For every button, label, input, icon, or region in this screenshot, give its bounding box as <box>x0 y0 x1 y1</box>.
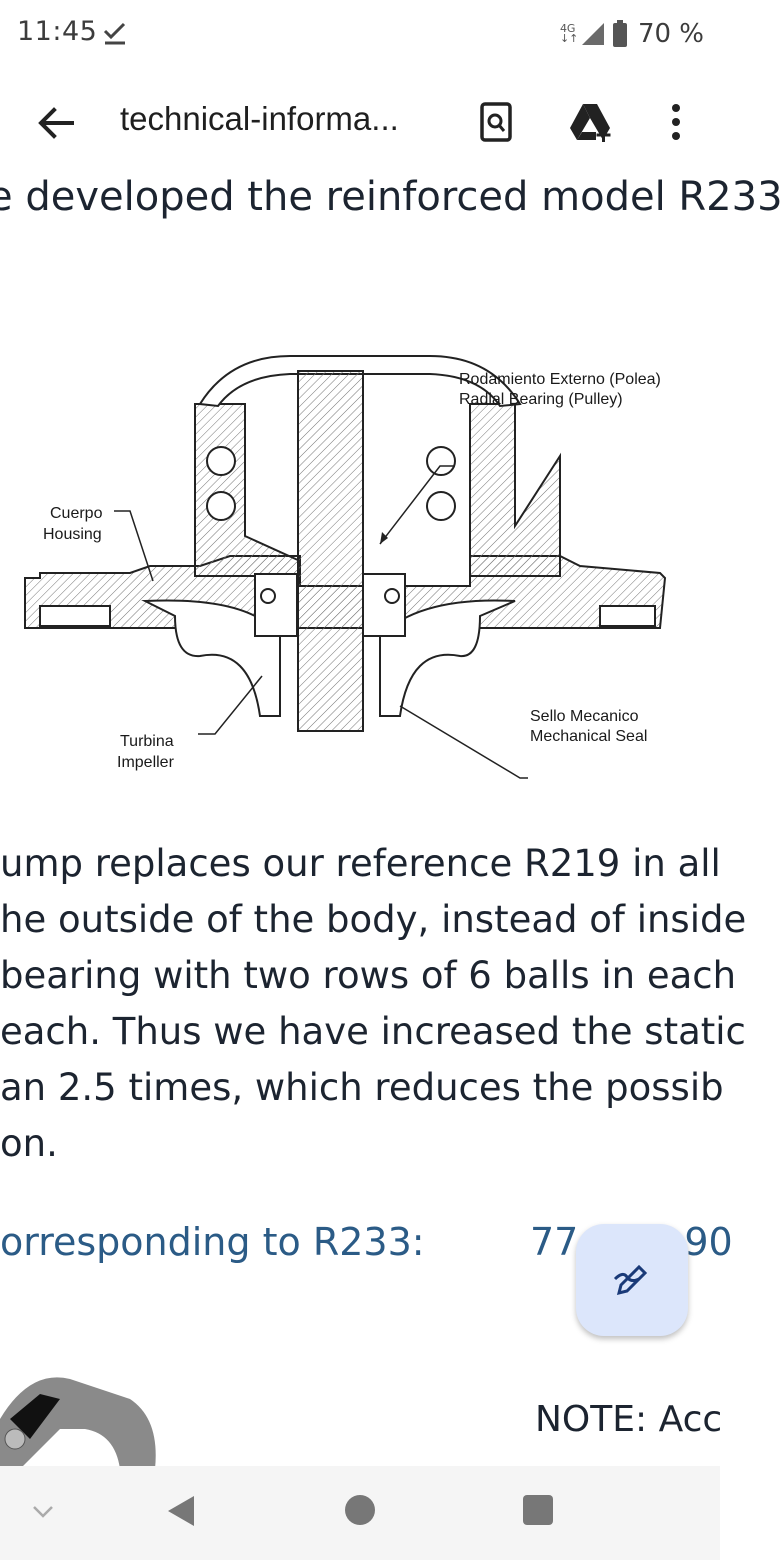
label-impeller-es: Turbina <box>120 733 174 750</box>
network-type: 4G↓↑ <box>559 22 579 45</box>
label-radial-bearing-en: Radial Bearing (Pulley) <box>459 391 623 408</box>
battery-percent: 70 % <box>637 19 704 49</box>
app-toolbar: technical-informa... <box>0 70 720 174</box>
document-title: technical-informa... <box>120 100 399 137</box>
back-arrow-icon[interactable] <box>30 98 80 148</box>
nav-back-icon[interactable] <box>166 1494 196 1528</box>
document-viewer[interactable]: e developed the reinforced model R233 <box>0 174 783 1469</box>
nav-home-icon[interactable] <box>344 1494 376 1526</box>
paragraph-line: each. Thus we have increased the static <box>0 1010 746 1053</box>
label-housing-en: Housing <box>43 526 102 543</box>
paragraph-line: he outside of the body, instead of insid… <box>0 898 747 941</box>
download-done-icon <box>103 22 126 45</box>
status-right: 4G↓↑ 70 % <box>560 16 704 52</box>
label-seal-es: Sello Mecanico <box>530 708 639 725</box>
label-seal-en: Mechanical Seal <box>530 728 647 745</box>
water-pump-diagram: Rodamiento Externo (Polea) Radial Bearin… <box>24 355 667 779</box>
paragraph-line: on. <box>0 1122 58 1165</box>
signal-icon <box>581 23 604 45</box>
label-impeller-en: Impeller <box>117 754 175 771</box>
paragraph-line: ump replaces our reference R219 in all <box>0 842 721 885</box>
battery-icon <box>612 20 627 47</box>
nav-collapse-icon[interactable] <box>30 1502 56 1522</box>
status-time: 11:45 <box>17 16 98 47</box>
search-document-icon[interactable] <box>472 98 520 146</box>
system-nav-bar <box>0 1466 720 1560</box>
doc-headline: e developed the reinforced model R233 <box>0 174 783 220</box>
edit-pen-icon <box>613 1264 648 1296</box>
drive-add-icon[interactable] <box>566 98 614 146</box>
note-text: NOTE: Acc <box>535 1399 723 1440</box>
label-housing-es: Cuerpo <box>50 505 103 522</box>
corresponding-label: orresponding to R233: <box>0 1220 425 1264</box>
edit-fab-button[interactable] <box>576 1224 688 1336</box>
paragraph-line: bearing with two rows of 6 balls in each <box>0 954 737 997</box>
paragraph-line: an 2.5 times, which reduces the possib <box>0 1066 724 1109</box>
label-radial-bearing-es: Rodamiento Externo (Polea) <box>459 371 661 388</box>
nav-recents-icon[interactable] <box>522 1494 554 1526</box>
more-vert-icon[interactable] <box>652 98 700 146</box>
product-photo <box>0 1377 156 1469</box>
status-bar: 11:45 4G↓↑ 70 % <box>0 0 720 70</box>
